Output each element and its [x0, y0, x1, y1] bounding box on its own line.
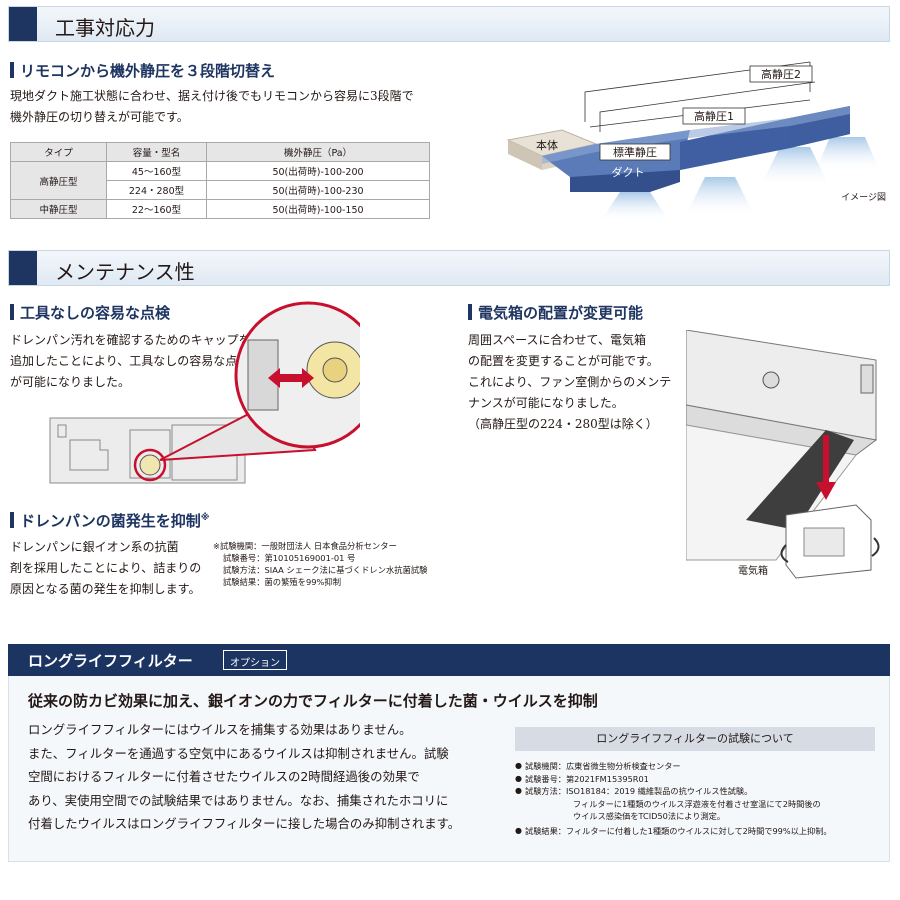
- rotate-arrow-icon: [871, 537, 880, 557]
- table-row: 高静圧型 45〜160型 50(出荷時)-100-200: [10, 161, 430, 200]
- label-body: 本体: [536, 138, 558, 152]
- section-title: 工事対応力: [55, 16, 155, 40]
- drain-cap-illustration: [49, 301, 360, 484]
- subtitle-electric-box: 電気箱の配置が変更可能: [468, 302, 643, 323]
- longlife-title: ロングライフフィルター: [28, 652, 193, 670]
- section-header-maintenance: メンテナンス性: [8, 250, 890, 286]
- airflow: [600, 192, 670, 222]
- list-item: 試験番号：第2021FM15395R01: [515, 773, 885, 786]
- longlife-test-title: ロングライフフィルターの試験について: [515, 727, 875, 751]
- list-item: フィルターに1種類のウイルス浮遊液を付着させ室温にて2時間後の: [573, 798, 821, 809]
- label-high2: 高静圧2: [761, 67, 801, 81]
- label-high1: 高静圧1: [694, 109, 734, 123]
- airflow: [685, 177, 755, 217]
- drainpan-test-notes: ※試験機関：一般財団法人 日本食品分析センター 試験番号：第1010516900…: [213, 541, 428, 587]
- airflow: [815, 137, 880, 172]
- rotate-arrow-icon: [780, 544, 789, 563]
- duct-pressure-diagram: 高静圧2 高静圧1 標準静圧 本体 ダクト イメージ図: [506, 61, 886, 222]
- subtitle-pressure-switch: リモコンから機外静圧を３段階切替え: [10, 60, 275, 81]
- construction-body: 現地ダクト施工状態に合わせ、据え付け後でもリモコンから容易に3段階で 機外静圧の…: [10, 89, 414, 124]
- drainpan-body: ドレンパンに銀イオン系の抗菌 剤を採用したことにより、詰まりの 原因となる菌の発…: [10, 540, 202, 596]
- subtitle-tool-free: 工具なしの容易な点検: [10, 302, 170, 323]
- double-arrow-icon: [268, 368, 314, 388]
- section-header-bar: [9, 7, 37, 41]
- longlife-body: ロングライフフィルターにはウイルスを捕集する効果はありません。 また、フィルター…: [28, 722, 461, 831]
- electric-box-body: 周囲スペースに合わせて、電気箱 の配置を変更することが可能です。 これにより、フ…: [468, 333, 672, 431]
- pressure-spec-table: タイプ 容量・型名 機外静圧（Pa） 高静圧型 45〜160型 50(出荷時)-…: [10, 142, 430, 219]
- list-item: 試験方法：ISO18184：2019 繊維製品の抗ウイルス性試験。: [515, 785, 885, 798]
- cap-small-icon: [139, 454, 161, 476]
- subtitle-drainpan: ドレンパンの菌発生を抑制※: [10, 510, 210, 531]
- longlife-header: ロングライフフィルター オプション: [8, 644, 890, 676]
- option-badge: オプション: [223, 650, 287, 670]
- diagram-caption: イメージ図: [841, 192, 886, 203]
- section-title: メンテナンス性: [55, 260, 195, 284]
- label-standard: 標準静圧: [613, 145, 657, 159]
- tool-free-body: ドレンパン汚れを確認するためのキャップを 追加したことにより、工具なしの容易な点…: [10, 333, 251, 389]
- section-header-construction: 工事対応力: [8, 6, 890, 42]
- electric-box-illustration: 電気箱: [686, 330, 880, 579]
- table-row: 中静圧型 22〜160型 50(出荷時)-100-150: [10, 199, 430, 219]
- electric-box-label: 電気箱: [738, 564, 768, 577]
- down-arrow-icon: [816, 482, 836, 500]
- table-row: 224・280型 50(出荷時)-100-230: [11, 180, 430, 200]
- section-header-bar: [9, 251, 37, 285]
- list-item: 試験結果：フィルターに付着した1種類のウイルスに対して2時間で99%以上抑制。: [515, 825, 885, 838]
- longlife-lead: 従来の防カビ効果に加え、銀イオンの力でフィルターに付着した菌・ウイルスを抑制: [28, 692, 598, 710]
- table-header-row: タイプ 容量・型名 機外静圧（Pa）: [10, 142, 430, 162]
- label-duct: ダクト: [612, 165, 645, 179]
- longlife-test-list: 試験機関：広東省微生物分析検査センター 試験番号：第2021FM15395R01…: [515, 760, 885, 838]
- list-item: ウイルス感染価をTCID50法により測定。: [573, 811, 726, 822]
- airflow: [760, 147, 830, 187]
- list-item: 試験機関：広東省微生物分析検査センター: [515, 760, 885, 773]
